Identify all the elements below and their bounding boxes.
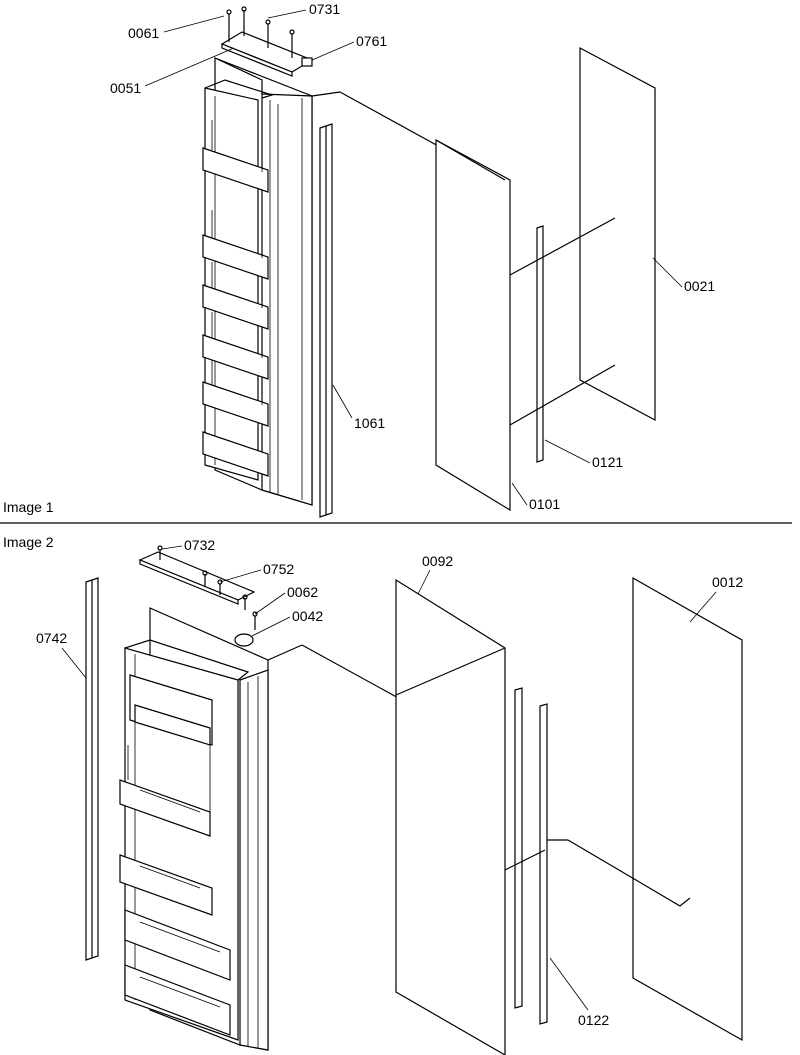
- trim-strip-1061: [319, 123, 333, 518]
- door-panel-0012: [632, 576, 743, 1042]
- label-0121: 0121: [592, 454, 623, 470]
- image-2-labels: 0732 0752 0062 0042 0742 0092 0012 0122: [36, 537, 743, 1028]
- label-0021: 0021: [684, 278, 715, 294]
- strip-0122-b: [539, 703, 548, 1025]
- label-0101: 0101: [529, 496, 560, 512]
- label-0051: 0051: [110, 80, 141, 96]
- label-1061: 1061: [354, 415, 385, 431]
- label-0092: 0092: [422, 553, 453, 569]
- label-0752: 0752: [263, 561, 294, 577]
- label-0742: 0742: [36, 630, 67, 646]
- label-0012: 0012: [712, 574, 743, 590]
- label-0732: 0732: [184, 537, 215, 553]
- section-title-image-1: Image 1: [3, 499, 54, 515]
- image-2-assembly: [85, 545, 743, 1055]
- label-0761: 0761: [356, 33, 387, 49]
- label-0062: 0062: [287, 584, 318, 600]
- trim-strip-0742: [85, 577, 99, 961]
- label-0122: 0122: [578, 1012, 609, 1028]
- section-title-image-2: Image 2: [3, 534, 54, 550]
- label-0731: 0731: [309, 1, 340, 17]
- strip-0121: [536, 225, 544, 463]
- door-assembly-right: [119, 607, 269, 1051]
- door-panel-0021: [579, 47, 656, 421]
- label-0061: 0061: [128, 25, 159, 41]
- hinge-bracket-0752: [138, 545, 258, 647]
- label-0042: 0042: [292, 608, 323, 624]
- image-1-assembly: [202, 6, 656, 518]
- hinge-bracket-0731: [220, 6, 314, 77]
- strip-0122-a: [514, 687, 523, 1009]
- door-assembly-left: [202, 57, 313, 506]
- door-panel-0101: [435, 138, 511, 512]
- door-panel-0092: [395, 578, 506, 1055]
- image-1-labels: 0061 0731 0761 0051 0021 1061 0121 0101: [110, 1, 715, 512]
